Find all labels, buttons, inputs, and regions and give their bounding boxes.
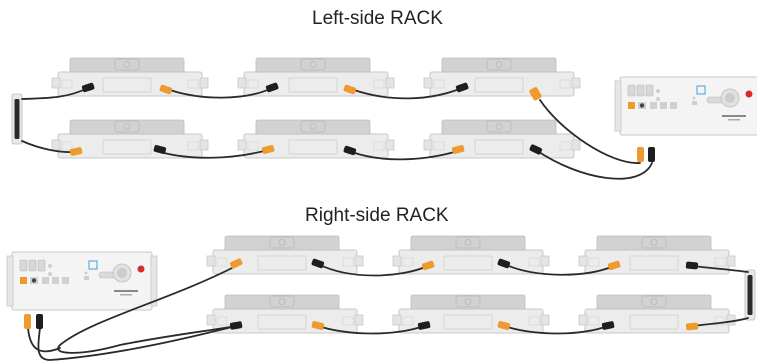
plug-black	[36, 314, 43, 329]
cable-r-m1-to-m2	[317, 263, 429, 277]
cable-l-bridge-to-m1	[21, 87, 89, 100]
plug-black	[311, 258, 325, 269]
plug-black	[685, 261, 699, 270]
plug-black	[497, 258, 511, 269]
cable-l-m2-to-m3	[353, 87, 463, 100]
battery-module-l1	[51, 57, 209, 97]
plug-orange	[343, 84, 357, 95]
plug-black	[229, 321, 243, 330]
right-rack	[6, 235, 756, 361]
cable-l-m5-to-m6	[351, 150, 459, 161]
plug-orange	[24, 314, 31, 329]
cable-l-m4-to-m5	[159, 149, 269, 159]
plug-orange	[637, 147, 644, 162]
series-bridge-left	[11, 93, 23, 145]
plug-orange	[607, 260, 621, 271]
cable-r-controller-to-m4	[37, 325, 237, 361]
left-rack-title: Left-side RACK	[312, 8, 443, 29]
plug-black	[417, 321, 431, 330]
plug-orange	[529, 87, 542, 101]
cable-r-m4-to-m5	[317, 325, 425, 335]
plug-black	[343, 145, 357, 156]
cable-r-m2-to-m3	[503, 263, 615, 276]
battery-module-l3	[423, 57, 581, 97]
cable-r-controller-return	[27, 327, 61, 353]
cable-l-m6-to-controller	[535, 149, 653, 180]
plug-black	[601, 321, 615, 330]
plug-orange	[497, 320, 511, 330]
plug-black	[265, 82, 279, 93]
plug-orange	[261, 144, 275, 154]
left-rack	[11, 57, 757, 180]
cable-r-controller-to-m1	[57, 265, 237, 354]
plug-black	[81, 82, 95, 93]
cable-l-m1-to-m2	[169, 87, 273, 99]
plug-black	[153, 144, 167, 154]
control-unit-right	[6, 251, 158, 311]
battery-module-r2	[392, 235, 550, 275]
plug-orange	[229, 258, 243, 269]
plug-black	[529, 144, 543, 155]
battery-module-r5	[392, 294, 550, 334]
control-unit-left	[614, 76, 757, 136]
plug-black	[648, 147, 655, 162]
plug-orange	[69, 147, 83, 156]
battery-module-l2	[237, 57, 395, 97]
right-rack-title: Right-side RACK	[305, 205, 449, 226]
plug-orange	[451, 144, 465, 154]
plug-orange	[311, 320, 325, 330]
cable-l-m3-to-controller	[539, 99, 641, 164]
series-bridge-right	[744, 269, 756, 321]
plug-black	[455, 82, 469, 93]
battery-module-l6	[423, 119, 581, 159]
plug-orange	[159, 84, 173, 95]
plug-orange	[685, 322, 699, 331]
cable-r-m5-to-m6	[503, 325, 609, 335]
plug-orange	[421, 260, 435, 271]
